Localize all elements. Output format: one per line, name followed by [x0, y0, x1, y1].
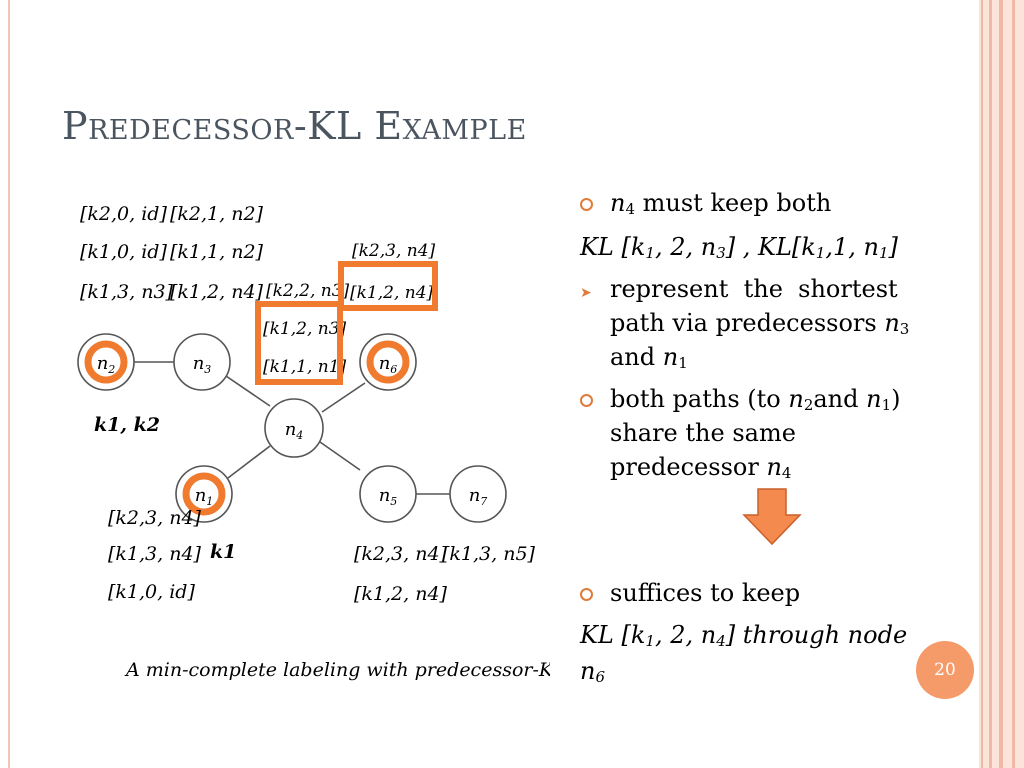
svg-text:n6: n6: [379, 353, 398, 376]
arrow-bullet-icon: ➤: [580, 285, 592, 301]
slide-title: Predecessor-KL Example: [62, 104, 527, 148]
slide-frame-left-line: [8, 0, 10, 768]
slide-frame-right-band: [979, 0, 1024, 768]
svg-text:n4: n4: [285, 419, 304, 442]
label-text: [k1,2, n4]: [170, 281, 264, 303]
labels-n4: [k2,2, n3] [k1,2, n3] [k1,1, n1]: [263, 281, 350, 377]
edge-n4-n6: [321, 382, 366, 413]
highlight-box-n6-label: [338, 261, 438, 311]
predecessor-kl-graph-diagram: n2 n3 n4 n6 n1 n5 n7 k1, k2 k1 [k2,0, id…: [77, 203, 550, 681]
edge-n4-n5: [319, 441, 361, 471]
label-text: [k1,1, n1]: [263, 357, 347, 377]
label-text: [k1,3, n3]: [80, 281, 174, 303]
node-n6: n6: [359, 333, 417, 391]
svg-text:n7: n7: [469, 485, 488, 508]
node-n2: n2: [77, 333, 135, 391]
edge-n4-n1: [227, 445, 271, 479]
svg-text:n3: n3: [193, 353, 212, 376]
circle-bullet-icon: [580, 382, 593, 416]
circle-bullet-icon: [580, 186, 593, 220]
svg-text:n5: n5: [379, 485, 398, 508]
node-n3: n3: [173, 333, 231, 391]
node-n6-line: n6: [580, 657, 606, 686]
bullet-text: both paths (to n2and n1) share the same …: [610, 385, 901, 482]
bullet-text: suffices to keep: [610, 579, 801, 607]
kl-entries-line: KL [k1, 2, n3] , KL[k1,1, n1]: [580, 233, 898, 262]
label-text: [k2,3, n4]: [108, 507, 202, 529]
label-text: [k2,2, n3]: [266, 281, 350, 301]
circle-bullet-icon: [580, 576, 593, 610]
labels-n7: [k1,3, n5]: [442, 543, 536, 565]
down-arrow-icon: [742, 488, 802, 546]
labels-n2: [k2,0, id] [k1,0, id] [k1,3, n3]: [80, 203, 174, 303]
label-text: [k1,3, n5]: [442, 543, 536, 565]
node-n4: n4: [264, 398, 324, 458]
labels-n1: [k2,3, n4] [k1,3, n4] [k1,0, id]: [108, 507, 202, 603]
label-text: [k1,0, id]: [108, 581, 195, 603]
label-text: [k1,1, n2]: [170, 241, 264, 263]
edge-n3-n4: [225, 375, 271, 407]
label-text: [k2,1, n2]: [170, 203, 264, 225]
label-text: [k2,3, n4]: [352, 241, 436, 261]
svg-text:n2: n2: [97, 353, 116, 376]
diagram-caption: A min-complete labeling with predecessor…: [124, 659, 550, 681]
label-text: [k1,2, n4]: [354, 583, 448, 605]
label-text: [k1,3, n4]: [108, 543, 202, 565]
bullet-text: n4 must keep both: [610, 189, 832, 218]
labels-n5: [k2,3, n4] [k1,2, n4]: [354, 543, 448, 605]
page-number-badge: 20: [916, 641, 974, 699]
label-text: [k2,3, n4]: [354, 543, 448, 565]
bullet-text: represent the shortest path via predeces…: [610, 275, 910, 372]
node-n7: n7: [449, 465, 507, 523]
highlight-box-n4-labels: [255, 301, 343, 385]
annotation-n1: k1: [210, 541, 236, 563]
svg-text:n1: n1: [195, 485, 214, 508]
kl-through-node-line: KL [k1, 2, n4] through node: [580, 621, 908, 650]
label-text: [k1,2, n3]: [263, 319, 347, 339]
label-text: [k1,2, n4]: [350, 283, 434, 303]
annotation-n2: k1, k2: [94, 414, 160, 436]
labels-n3: [k2,1, n2] [k1,1, n2] [k1,2, n4]: [170, 203, 264, 303]
node-n1: n1: [175, 465, 233, 523]
graph-edges: [130, 361, 452, 495]
node-n5: n5: [359, 465, 417, 523]
label-text: [k2,0, id]: [80, 203, 167, 225]
labels-n6: [k2,3, n4] [k1,2, n4]: [350, 241, 436, 303]
label-text: [k1,0, id]: [80, 241, 167, 263]
